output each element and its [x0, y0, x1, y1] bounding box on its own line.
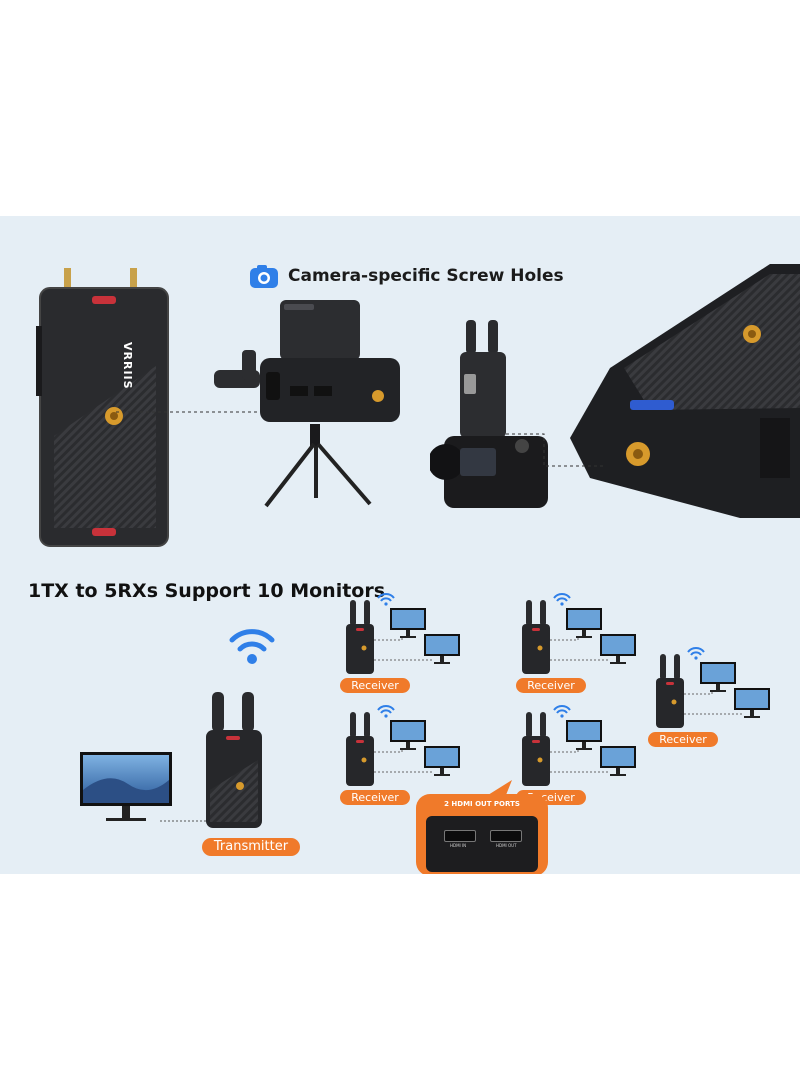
receiver-with-monitors — [656, 647, 770, 728]
receiver-with-monitors — [346, 593, 460, 674]
hdmi-port-2 — [490, 830, 522, 842]
receiver-label: Receiver — [516, 678, 586, 693]
product-panel: VRRIIS Camera-specific Screw Holes — [0, 216, 800, 874]
receiver-with-monitors — [522, 593, 636, 674]
hdmi-ports-closeup: HDMI IN HDMI OUT — [426, 816, 538, 872]
camera-with-receiver — [430, 320, 548, 508]
receiver-label: Receiver — [340, 678, 410, 693]
receiver-with-monitors — [346, 705, 460, 786]
transmitter-device-front — [36, 268, 169, 547]
hdmi-ports-callout: 2 HDMI OUT PORTS HDMI IN HDMI OUT — [416, 794, 548, 874]
receiver-label: Receiver — [340, 790, 410, 805]
receiver-label: Receiver — [648, 732, 718, 747]
wifi-icon — [229, 629, 275, 664]
callout-title: 2 HDMI OUT PORTS — [444, 800, 520, 808]
hdmi-port-1-label: HDMI IN — [450, 843, 467, 848]
receiver-closeup — [570, 264, 800, 518]
brand-logo: VRRIIS — [121, 342, 134, 390]
tripod-mount-illustration — [214, 300, 400, 508]
receiver-with-monitors — [522, 705, 636, 786]
receiver-group: Receiver — [340, 590, 464, 693]
hdmi-port-2-label: HDMI OUT — [496, 843, 517, 848]
section-heading-monitors: 1TX to 5RXs Support 10 Monitors — [28, 580, 386, 602]
dashed-connector — [116, 411, 310, 413]
transmitter-device — [206, 692, 262, 828]
section-heading-screw-holes: Camera-specific Screw Holes — [288, 266, 564, 286]
dashed-connector-tx — [160, 820, 208, 822]
transmitter-label: Transmitter — [202, 838, 300, 856]
receiver-group: Receiver — [516, 590, 640, 693]
receiver-group: Receiver — [648, 644, 774, 747]
camera-icon — [250, 265, 278, 288]
receiver-group: Receiver — [516, 702, 640, 805]
monitor-source — [80, 752, 172, 821]
receiver-group: Receiver — [340, 702, 464, 805]
hdmi-port-1 — [444, 830, 476, 842]
dashed-connector-2 — [506, 433, 604, 467]
